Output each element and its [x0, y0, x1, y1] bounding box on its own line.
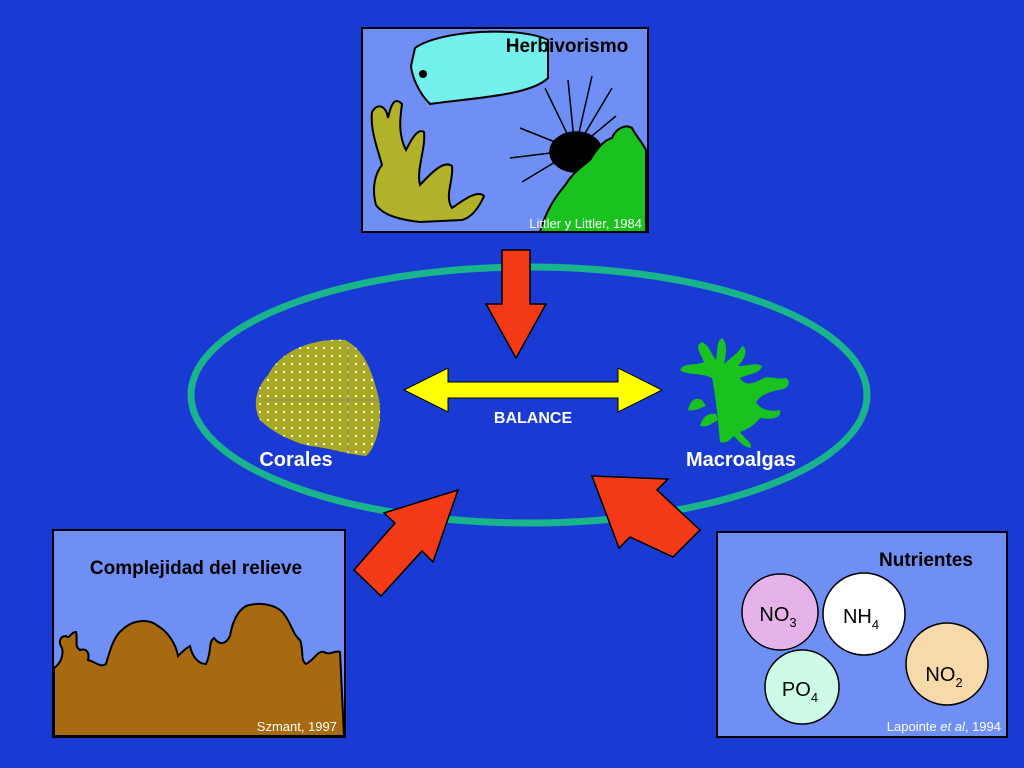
seaweed-icon	[370, 100, 486, 224]
relief-title: Complejidad del relieve	[90, 558, 302, 579]
macroalgae-label: Macroalgas	[686, 449, 796, 471]
arrow-up-right-icon	[352, 488, 460, 598]
nutrient-no3-bubble	[741, 573, 819, 651]
relief-panel: Complejidad del relieve Szmant, 1997	[52, 529, 346, 738]
herbivory-title: Herbivorismo	[506, 36, 628, 57]
arrow-up-left-icon	[590, 475, 702, 558]
herbivory-panel: Herbivorismo Littler y Littler, 1984	[361, 27, 649, 233]
corals-label: Corales	[259, 449, 332, 471]
nutrients-credit: Lapointe et al, 1994	[887, 719, 1001, 734]
fish-eye-icon	[419, 70, 427, 78]
nutrients-panel: Nutrientes NO3 NH4 NO2 PO4 Lapointe et a…	[716, 531, 1008, 738]
nutrient-nh4-label: NH4	[843, 606, 879, 632]
nutrients-title: Nutrientes	[879, 550, 973, 571]
fish-icon	[409, 30, 549, 106]
nutrient-no3-label: NO3	[759, 604, 796, 630]
herbivory-credit: Littler y Littler, 1984	[529, 216, 642, 231]
nutrient-no2-bubble	[905, 622, 989, 706]
nutrient-no2-label: NO2	[925, 664, 962, 690]
nutrient-po4-bubble	[764, 649, 840, 725]
reef-relief-icon	[53, 602, 346, 737]
balance-arrow-icon	[402, 367, 664, 413]
nutrient-po4-label: PO4	[782, 679, 818, 705]
macroalgae-icon	[680, 338, 789, 448]
coral-icon	[255, 339, 381, 456]
balance-label: BALANCE	[494, 410, 573, 427]
relief-credit: Szmant, 1997	[257, 719, 337, 734]
arrow-down-icon	[484, 249, 548, 360]
algae-mound-icon	[538, 125, 647, 233]
nutrient-nh4-bubble	[822, 572, 906, 656]
